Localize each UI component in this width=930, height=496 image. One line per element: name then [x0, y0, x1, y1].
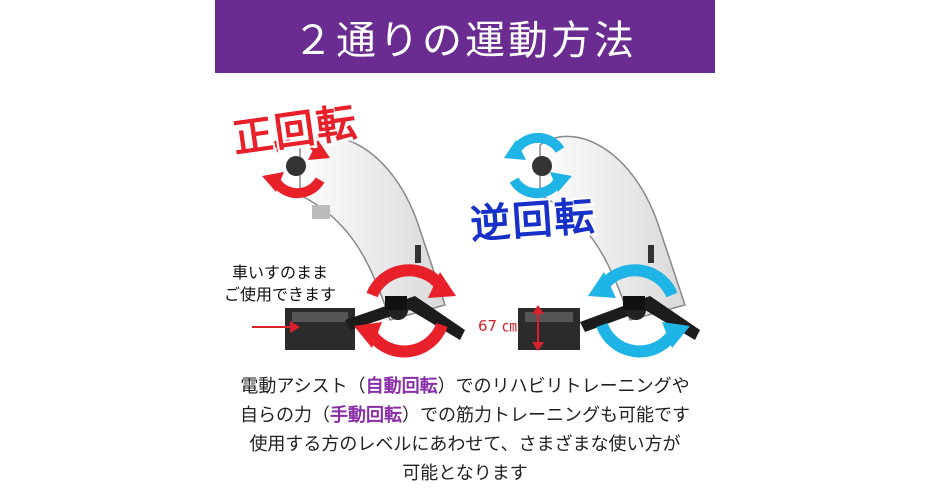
- rotation-arrow-icon: [596, 264, 678, 358]
- arrow-right-icon: [252, 321, 300, 333]
- description-text: ）での筋力トレーニングも可能です: [402, 405, 690, 426]
- wheelchair-note-line1: 車いすのまま: [231, 263, 328, 282]
- description-line4: 可能となります: [402, 463, 528, 484]
- exerciser-left: [285, 135, 465, 350]
- description: 電動アシスト（自動回転）でのリハビリトレーニングや 自らの力（手動回転）での筋力…: [215, 372, 715, 488]
- height-label: 67 ㎝: [478, 317, 517, 335]
- wheelchair-note: 車いすのまま ご使用できます: [220, 262, 340, 306]
- description-text: ）でのリハビリトレーニングや: [437, 376, 690, 397]
- reverse-rotation-label: 逆回転: [468, 193, 598, 249]
- rotation-arrow-icon: [366, 264, 448, 358]
- description-line1: 電動アシスト（自動回転）でのリハビリトレーニングや: [215, 372, 715, 401]
- description-text: 自らの力（: [240, 405, 330, 426]
- description-line2: 自らの力（手動回転）での筋力トレーニングも可能です: [215, 401, 715, 430]
- title-banner: ２通りの運動方法: [215, 0, 715, 73]
- double-arrow-vertical-icon: [532, 305, 544, 351]
- highlight-auto-rotation: 自動回転: [365, 376, 438, 397]
- rotation-arrow-icon: [269, 132, 325, 199]
- page-title: ２通りの運動方法: [293, 17, 637, 64]
- wheelchair-note-line2: ご使用できます: [223, 285, 336, 304]
- highlight-manual-rotation: 手動回転: [330, 405, 402, 426]
- description-line3: 使用する方のレベルにあわせて、さまざまな使い方が: [249, 434, 681, 455]
- rotation-arrow-icon: [509, 132, 565, 199]
- description-text: 電動アシスト（: [240, 376, 366, 397]
- exerciser-illustration: [252, 132, 700, 358]
